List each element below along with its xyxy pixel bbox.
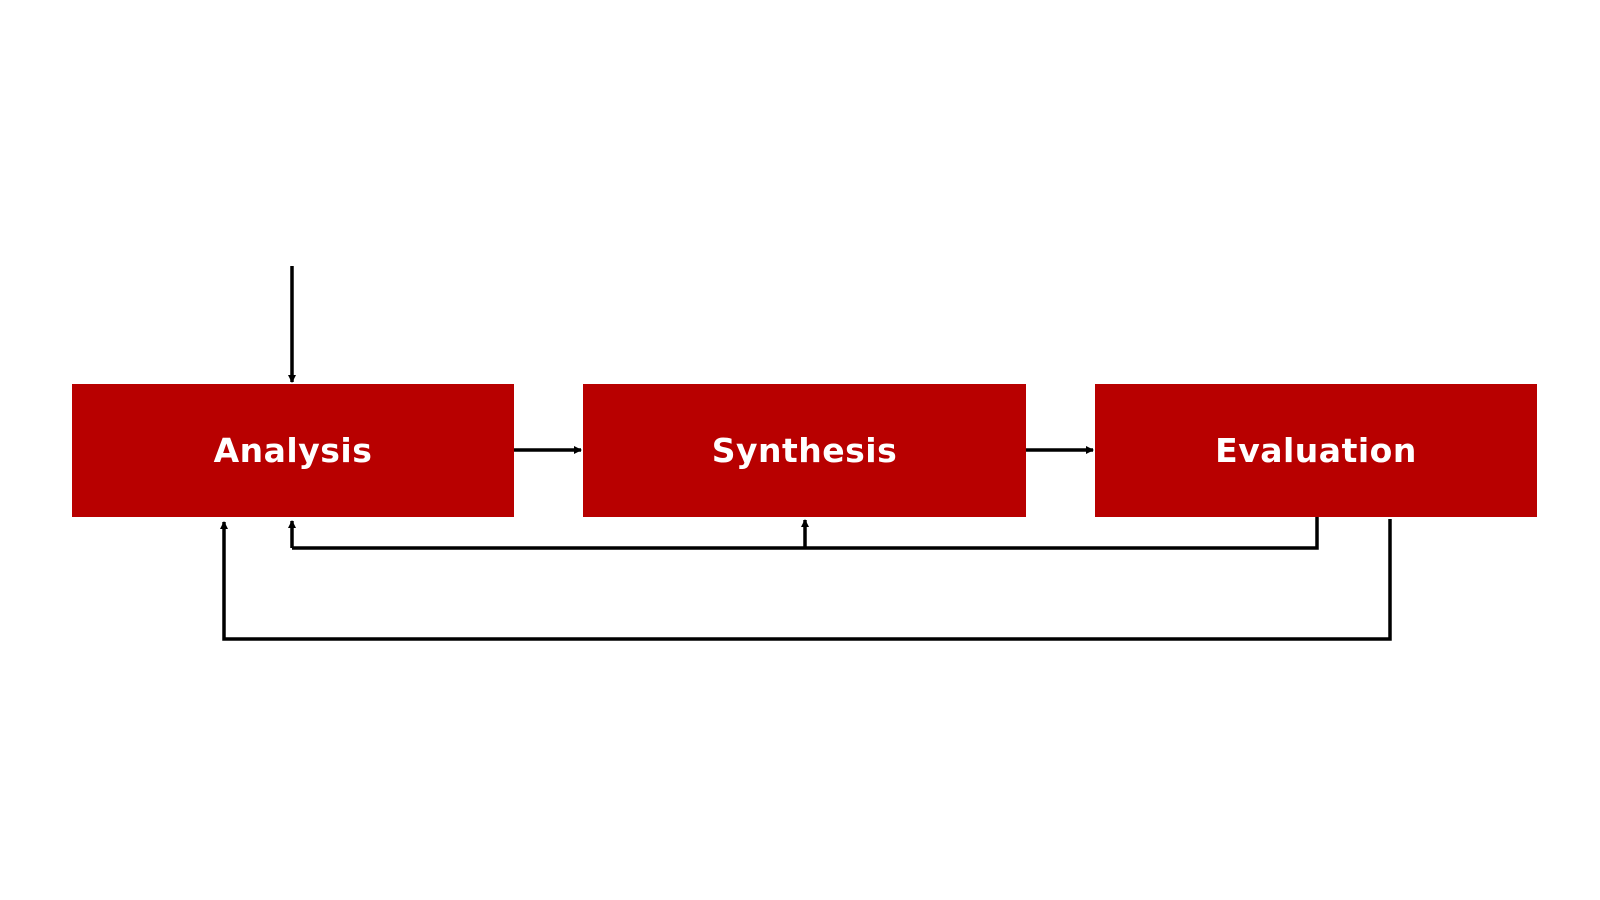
feedback-inner-line — [292, 517, 1319, 550]
feedback-outer-line — [220, 519, 1392, 641]
synthesis-label: Synthesis — [711, 431, 898, 470]
evaluation-label: Evaluation — [1215, 431, 1417, 470]
analysis-label: Analysis — [213, 431, 373, 470]
synthesis-block: Synthesis — [583, 384, 1026, 517]
evaluation-block: Evaluation — [1095, 384, 1537, 517]
analysis-block: Analysis — [72, 384, 514, 517]
